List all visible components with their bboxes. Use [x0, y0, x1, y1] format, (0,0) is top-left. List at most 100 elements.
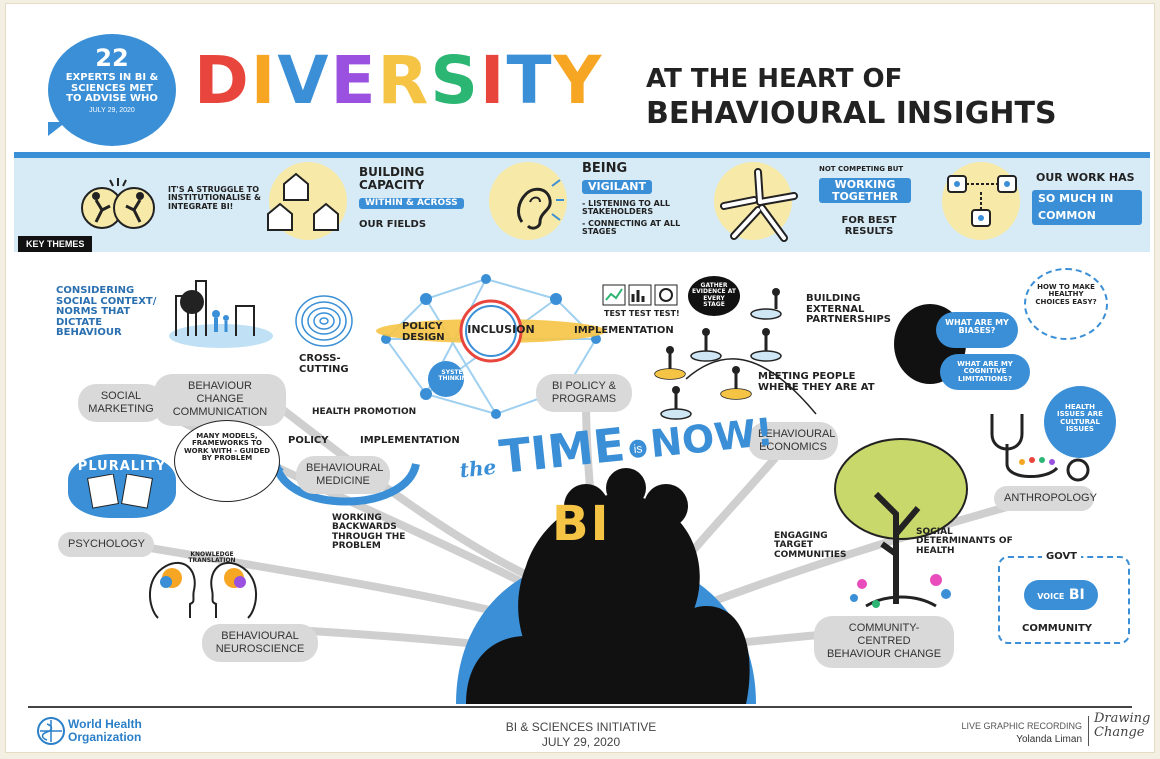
vigilant-tag: VIGILANT: [582, 180, 652, 194]
working-together-tag: WORKING TOGETHER: [819, 178, 911, 204]
footer-center: BI & SCIENCES INITIATIVE JULY 29, 2020: [446, 720, 716, 750]
theme-capacity-3: OUR FIELDS: [359, 219, 427, 230]
theme-struggle: IT'S A STRUGGLE TO INSTITUTIONALISE & IN…: [168, 185, 262, 211]
footer-artist: Yolanda Liman: [1016, 733, 1082, 745]
note-cognitive: WHAT ARE MY COGNITIVE LIMITATIONS?: [957, 360, 1013, 383]
title-line2: BEHAVIOURAL INSIGHTS: [646, 96, 1057, 131]
within-across-tag: WITHIN & ACROSS: [359, 198, 464, 210]
note-engaging: ENGAGING TARGET COMMUNITIES: [774, 531, 847, 560]
chart-icons: [602, 284, 682, 313]
infographic-page: 22 EXPERTS IN BI & SCIENCES MET TO ADVIS…: [5, 3, 1155, 753]
pill-psychology: PSYCHOLOGY: [58, 532, 154, 558]
pill-bi-policy: BI POLICY & PROGRAMS: [536, 374, 632, 413]
central-heads: [456, 468, 756, 704]
city-icon: [166, 274, 276, 354]
title-letter: S: [430, 42, 480, 119]
footer-recording: LIVE GRAPHIC RECORDING: [961, 721, 1082, 731]
in-common-tag: SO MUCH IN COMMON: [1032, 190, 1142, 225]
note-implementation-2: IMPLEMENTATION: [360, 435, 460, 446]
tree-icon: [834, 438, 968, 608]
footer-credit: LIVE GRAPHIC RECORDING Yolanda Liman: [896, 720, 1082, 747]
theme-being: BEING: [582, 161, 628, 176]
hands-icon: [714, 166, 804, 251]
note-govt: GOVT: [1042, 551, 1082, 563]
pill-neuroscience: BEHAVIOURAL NEUROSCIENCE: [202, 624, 318, 663]
key-themes-text: KEY THEMES: [26, 239, 85, 249]
experts-text: EXPERTS IN BI & SCIENCES MET TO ADVISE W…: [65, 72, 159, 105]
cards-icon: [87, 473, 153, 509]
title-letter: I: [250, 42, 278, 119]
who-line1: World Health: [68, 717, 142, 731]
time-is: is: [628, 438, 648, 459]
brand-line2: Change: [1094, 725, 1145, 741]
spiral-icon: [294, 294, 354, 354]
note-implementation: IMPLEMENTATION: [574, 325, 674, 336]
pill-social-marketing: SOCIAL MARKETING: [78, 384, 164, 423]
pill-behaviour-change: BEHAVIOUR CHANGE COMMUNICATION: [154, 374, 286, 426]
central-bi: BI: [552, 496, 611, 552]
experts-number: 22: [95, 44, 129, 72]
note-social-determinants: SOCIAL DETERMINANTS OF HEALTH: [916, 527, 1013, 556]
stepping-stones: [654, 288, 817, 420]
theme-capacity-1: BUILDING CAPACITY: [359, 165, 425, 192]
note-test: TEST TEST TEST!: [604, 309, 680, 318]
gather-bubble: GATHER EVIDENCE AT EVERY STAGE: [688, 276, 740, 316]
note-systems-thinking: SYSTEM THINKING: [438, 369, 472, 383]
note-cross-cutting: CROSS-CUTTING: [299, 353, 349, 375]
note-social-context: CONSIDERING SOCIAL CONTEXT/ NORMS THAT D…: [56, 285, 157, 338]
note-many-models: MANY MODELS, FRAMEWORKS TO WORK WITH - G…: [183, 432, 271, 463]
theme-vigilant: VIGILANT: [582, 180, 652, 194]
title-letter: D: [194, 42, 251, 119]
note-working-backwards: WORKING BACKWARDS THROUGH THE PROBLEM: [332, 513, 406, 552]
heads-icon: [138, 552, 268, 627]
theme-best-results: FOR BEST RESULTS: [841, 215, 897, 237]
footer-date: JULY 29, 2020: [541, 735, 621, 749]
voice-box: GOVT VOICE BI COMMUNITY: [998, 551, 1130, 644]
note-health-issues: HEALTH ISSUES ARE CULTURAL ISSUES: [1057, 403, 1103, 434]
footer-brand: Drawing Change: [1094, 711, 1151, 741]
experts-bubble: 22 EXPERTS IN BI & SCIENCES MET TO ADVIS…: [48, 34, 176, 146]
note-knowledge: KNOWLEDGE TRANSLATION: [188, 551, 236, 565]
connect-icon: [944, 168, 1024, 243]
cognitive-bubble: WHAT ARE MY COGNITIVE LIMITATIONS?: [940, 354, 1030, 390]
footer-brand-divider: [1088, 716, 1089, 746]
theme-not-competing: NOT COMPETING BUT: [819, 165, 904, 173]
title-line1: AT THE HEART OF: [646, 64, 903, 94]
pill-community-centred: COMMUNITY-CENTRED BEHAVIOUR CHANGE: [814, 616, 954, 668]
theme-connecting: - CONNECTING AT ALL STAGES: [582, 219, 681, 237]
brand-line1: Drawing: [1094, 711, 1151, 726]
title-letter: Y: [553, 42, 604, 119]
note-plurality: PLURALITY: [77, 459, 167, 474]
biases-bubble: WHAT ARE MY BIASES?: [936, 312, 1018, 348]
note-voice-bi: BI: [1068, 587, 1085, 603]
voice-bubble: VOICE BI: [1024, 580, 1098, 610]
key-themes-band: IT'S A STRUGGLE TO INSTITUTIONALISE & IN…: [14, 152, 1150, 252]
note-biases: WHAT ARE MY BIASES?: [945, 318, 1009, 336]
health-issues-bubble: HEALTH ISSUES ARE CULTURAL ISSUES: [1044, 386, 1116, 458]
theme-working-together: WORKING TOGETHER: [819, 178, 911, 204]
bubble-tail: [48, 122, 66, 136]
note-inclusion: INCLUSION: [467, 323, 535, 336]
healthy-bubble: HOW TO MAKE HEALTHY CHOICES EASY?: [1024, 268, 1108, 340]
pill-behavioural-economics: BEHAVIOURAL ECONOMICS: [748, 422, 838, 461]
theme-listening: - LISTENING TO ALL STAKEHOLDERS: [582, 199, 671, 217]
pill-behavioural-medicine: BEHAVIOURAL MEDICINE: [296, 456, 390, 495]
note-gather: GATHER EVIDENCE AT EVERY STAGE: [692, 282, 736, 308]
note-voice: VOICE: [1037, 592, 1065, 601]
note-policy-design: POLICY DESIGN: [402, 321, 445, 343]
struggle-icon: [74, 174, 164, 234]
houses-icon: [264, 170, 354, 245]
note-building-external: BUILDING EXTERNAL PARTNERSHIPS: [806, 293, 891, 325]
note-community: COMMUNITY: [1018, 623, 1097, 635]
footer-divider: [28, 706, 1132, 708]
who-line2: Organization: [68, 730, 142, 745]
title-letter: I: [479, 42, 507, 119]
who-logo-icon: [36, 716, 66, 751]
who-name: World Health Organization: [68, 717, 142, 745]
plurality-bubble: PLURALITY: [68, 454, 176, 518]
note-meeting: MEETING PEOPLE WHERE THEY ARE AT: [758, 371, 875, 393]
note-health-promotion: HEALTH PROMOTION: [312, 407, 417, 417]
experts-date: JULY 29, 2020: [89, 106, 135, 114]
title-letter: T: [506, 42, 554, 119]
footer-initiative: BI & SCIENCES INITIATIVE: [505, 720, 657, 734]
